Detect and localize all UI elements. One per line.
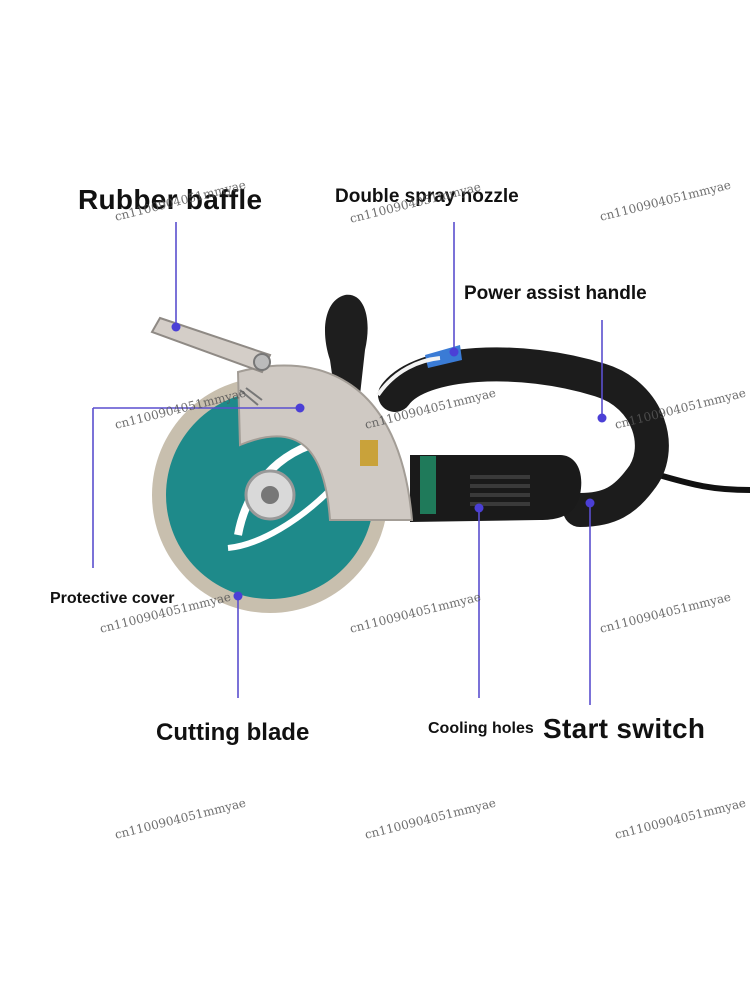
leader-dot	[585, 498, 595, 508]
leader-dot	[474, 503, 484, 513]
label-double-spray-nozzle: Double spray nozzle	[335, 186, 519, 207]
leader-dot	[295, 403, 305, 413]
leader-dot	[597, 413, 607, 423]
label-rubber-baffle: Rubber baffle	[78, 184, 263, 215]
label-cutting-blade: Cutting blade	[156, 719, 310, 746]
leader-dot	[449, 347, 459, 357]
label-protective-cover: Protective cover	[50, 590, 175, 607]
label-start-switch: Start switch	[543, 713, 706, 744]
leader-dot	[233, 591, 243, 601]
leader-dot	[171, 322, 181, 332]
label-cooling-holes: Cooling holes	[428, 720, 534, 737]
label-power-assist-handle: Power assist handle	[464, 283, 647, 304]
